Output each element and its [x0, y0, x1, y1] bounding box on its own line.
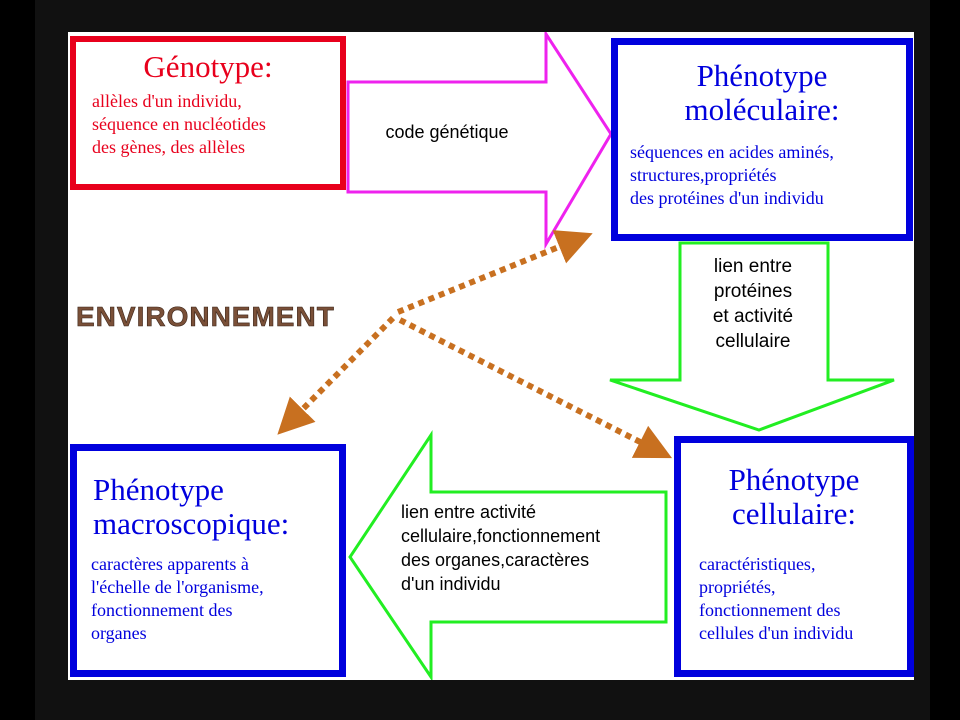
phenotype-cellulaire-text: caractéristiques, propriétés, fonctionne…	[699, 553, 907, 645]
phenotype-moleculaire-line: structures,propriétés	[630, 165, 777, 185]
phenotype-macroscopique-title-line: Phénotype	[93, 472, 224, 507]
cellule-organisme-label-2: cellulaire,fonctionnement	[401, 526, 600, 546]
genotype-title: Génotype:	[143, 49, 273, 84]
phenotype-macroscopique-line: l'échelle de l'organisme,	[91, 577, 264, 597]
arrows-layer: code génétique lien entre protéines et a…	[76, 32, 895, 680]
cellule-organisme-label-3: des organes,caractères	[401, 550, 589, 570]
proteines-cellule-label-4: cellulaire	[716, 331, 791, 352]
phenotype-moleculaire-line: séquences en acides aminés,	[630, 142, 834, 162]
cellule-organisme-arrow	[348, 430, 668, 680]
env-arrow-macroscopique	[277, 315, 396, 435]
genotype-text: allèles d'un individu, séquence en nuclé…	[92, 90, 340, 159]
phenotype-cellulaire-title-line: cellulaire:	[732, 496, 856, 531]
proteines-cellule-label-3: et activité	[713, 306, 793, 327]
phenotype-cellulaire-line: caractéristiques,	[699, 554, 816, 574]
phenotype-moleculaire-title-line: Phénotype	[696, 58, 828, 93]
phenotype-moleculaire-title: Phénotype moléculaire:	[618, 59, 906, 127]
cellule-organisme-label-4: d'un individu	[401, 574, 501, 594]
code-genetique-label: code génétique	[385, 122, 508, 142]
phenotype-macroscopique-title: Phénotype macroscopique:	[77, 473, 339, 541]
phenotype-cellulaire-box: Phénotype cellulaire: caractéristiques, …	[674, 436, 914, 677]
phenotype-moleculaire-line: des protéines d'un individu	[630, 188, 824, 208]
genotype-box: Génotype: allèles d'un individu, séquenc…	[70, 36, 346, 190]
phenotype-macroscopique-box: Phénotype macroscopique: caractères appa…	[70, 444, 346, 677]
code-genetique-arrow	[346, 32, 613, 250]
phenotype-cellulaire-title: Phénotype cellulaire:	[681, 463, 907, 531]
phenotype-macroscopique-title-line: macroscopique:	[93, 506, 290, 541]
env-arrow-cellulaire	[398, 317, 673, 459]
phenotype-macroscopique-line: caractères apparents à	[91, 554, 249, 574]
cellule-organisme-label-1: lien entre activité	[401, 502, 536, 522]
phenotype-moleculaire-box: Phénotype moléculaire: séquences en acid…	[611, 38, 913, 241]
diagram-canvas: code génétique lien entre protéines et a…	[68, 32, 914, 680]
phenotype-macroscopique-text: caractères apparents à l'échelle de l'or…	[91, 553, 339, 645]
proteines-cellule-arrow	[609, 241, 895, 432]
proteines-cellule-label-1: lien entre	[714, 256, 792, 277]
genotype-line: allèles d'un individu,	[92, 91, 242, 111]
phenotype-cellulaire-title-line: Phénotype	[728, 462, 860, 497]
environment-label: ENVIRONNEMENT	[76, 301, 335, 332]
phenotype-cellulaire-line: fonctionnement des	[699, 600, 841, 620]
phenotype-moleculaire-text: séquences en acides aminés, structures,p…	[630, 141, 906, 210]
phenotype-cellulaire-line: propriétés,	[699, 577, 776, 597]
phenotype-moleculaire-title-line: moléculaire:	[684, 92, 840, 127]
phenotype-cellulaire-line: cellules d'un individu	[699, 623, 854, 643]
genotype-line: séquence en nucléotides	[92, 114, 266, 134]
phenotype-macroscopique-line: fonctionnement des	[91, 600, 233, 620]
env-arrow-moleculaire	[396, 230, 593, 315]
phenotype-macroscopique-line: organes	[91, 623, 147, 643]
proteines-cellule-label-2: protéines	[714, 281, 792, 302]
genotype-line: des gènes, des allèles	[92, 137, 245, 157]
